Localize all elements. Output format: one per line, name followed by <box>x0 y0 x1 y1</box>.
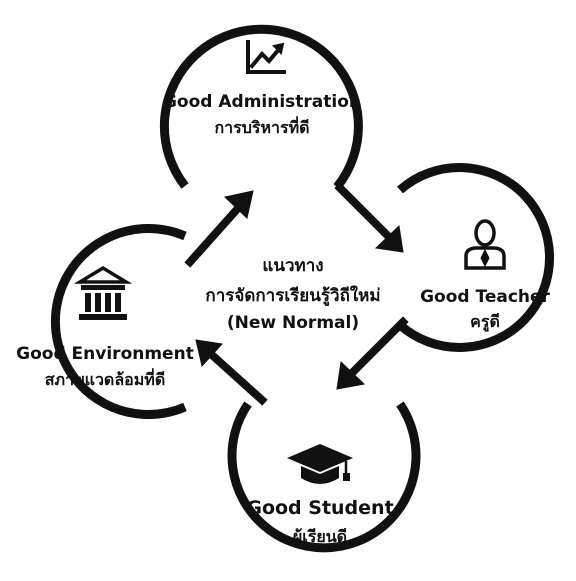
teacher-ring <box>397 163 554 352</box>
graduation-cap-icon <box>287 444 353 484</box>
ring-arcs <box>50 24 554 553</box>
cycle-arrows <box>184 182 409 406</box>
student-title-th: ผู้เรียนดี <box>293 527 347 548</box>
chart-growth-icon <box>246 40 286 74</box>
administration-title-en: Good Administration <box>163 92 361 112</box>
environment-ring <box>50 224 187 419</box>
administration-ring <box>159 24 363 190</box>
environment-title-en: Good Environment <box>16 344 194 364</box>
institution-building-icon <box>73 265 133 320</box>
teacher-title-en: Good Teacher <box>420 287 550 307</box>
teacher-person-icon <box>464 219 506 270</box>
arrow-teacher-to-student <box>336 316 409 390</box>
administration-title-th: การบริหารที่ดี <box>214 116 309 137</box>
arrow-administration-to-teacher <box>334 182 404 253</box>
center-title-line1: แนวทาง <box>262 256 323 276</box>
arrow-student-to-environment <box>195 339 268 406</box>
student-title-en: Good Student <box>246 497 393 519</box>
center-title-line3: (New Normal) <box>227 313 359 333</box>
environment-title-th: สภาพแวดล้อมที่ดี <box>45 368 165 389</box>
arrow-environment-to-administration <box>184 190 254 268</box>
teacher-title-th: ครูดี <box>470 312 500 333</box>
student-ring <box>227 401 421 553</box>
center-title-line2: การจัดการเรียนรู้วิถีใหม่ <box>205 285 380 307</box>
